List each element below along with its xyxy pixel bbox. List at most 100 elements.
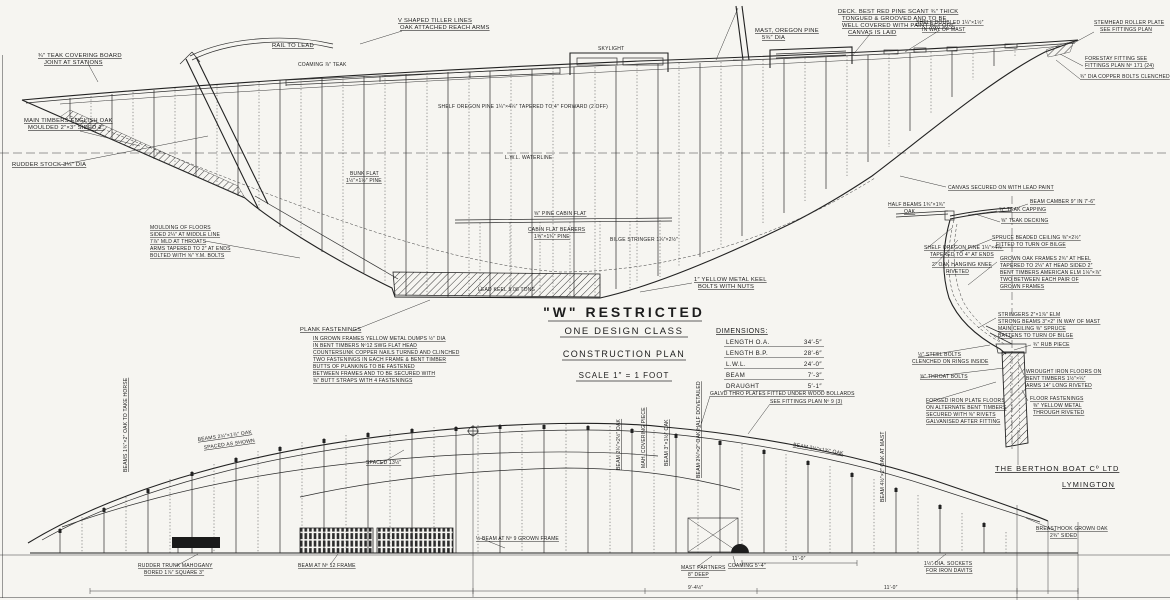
note-plank-fastenings: ⅜″ BUTT STRAPS WITH 4 FASTENINGS	[313, 378, 413, 384]
dim-row-value: 34′-5″	[804, 339, 823, 346]
scale-note: SCALE 1″ = 1 FOOT	[579, 371, 670, 380]
note-half-beams: HALF BEAMS 1¾″×1¾″	[888, 202, 945, 208]
note-beam-label: BEAM 2¼″×2½″ OAK	[615, 418, 622, 470]
beam-end-blocks	[58, 425, 986, 533]
note-galv-plates: GALVD THRO PLATES FITTED UNDER WOOD BOLL…	[710, 391, 855, 397]
note-rudder-stock: RUDDER STOCK 3¼″ DIA	[12, 162, 86, 168]
note-bilge-stringer: BILGE STRINGER 1¼″×2½″	[610, 236, 678, 243]
note-moulding: MOULDING OF FLOORS	[150, 225, 211, 231]
note-teak-decking: ⅝″ TEAK DECKING	[1001, 218, 1048, 224]
profile-view	[21, 5, 1079, 299]
maker-location: LYMINGTON	[1062, 480, 1115, 489]
dim-row-value: 7′-3″	[808, 372, 823, 379]
note-stringers: MAIN CEILING ⅜″ SPRUCE	[998, 326, 1066, 332]
note-beams-horse: BEAMS 1¾″×2″ OAK TO TAKE HORSE	[123, 377, 129, 472]
note-forged-iron-floors: FORGED IRON PLATE FLOORS	[926, 398, 1005, 404]
note-shelf-profile: SHELF OREGON PINE 1¼″×4¼″ TAPERED TO 4″ …	[438, 104, 608, 110]
note-deck: TONGUED & GROOVED AND TO BE	[842, 16, 947, 22]
deck-beams	[59, 424, 985, 553]
hatch-and-mast-step	[687, 517, 749, 553]
note-forged-iron-floors: GALVANISED AFTER FITTING	[926, 419, 1000, 425]
dim-row-label: LENGTH O.A.	[726, 339, 770, 346]
maker-block: THE BERTHON BOAT Cº LTD LYMINGTON	[995, 464, 1118, 489]
note-grown-frames: BENT TIMBERS AMERICAN ELM 1⅛″×⅞″	[1000, 270, 1101, 276]
note-steel-bolts: CLENCHED ON RINGS INSIDE	[912, 359, 989, 365]
note-mast: MAST, OREGON PINE	[755, 28, 819, 34]
note-rub-piece: ¾″ RUB PIECE	[1033, 342, 1070, 348]
note-covering-board: JOINT AT STATIONS	[44, 60, 103, 66]
note-shelf-section: TAPERED TO 4″ AT ENDS	[930, 252, 994, 258]
cockpit-coaming	[285, 67, 561, 86]
note-stemhead: SEE FITTINGS PLAN	[1100, 27, 1152, 33]
centre-mark	[467, 425, 479, 437]
note-shelf-mast: SHELF DOUBLED 1¼″×1½″	[916, 19, 984, 26]
note-grown-frames: TAPERED TO 2¼″ AT HEAD SIDED 2″	[1000, 263, 1093, 269]
note-wrought-iron-floors: BENT TIMBERS 1½″×¼″	[1026, 375, 1086, 382]
dim-110-label: 11′-0″	[884, 585, 898, 591]
note-forestay: FITTINGS PLAN Nº 171 (24)	[1085, 63, 1154, 69]
dimension-lines	[89, 560, 1079, 594]
note-rudder-trunk: RUDDER TRUNK MAHOGANY	[138, 563, 213, 569]
note-plank-fastenings: IN BENT TIMBERS Nº12 SWG FLAT HEAD	[313, 343, 417, 349]
note-sockets: 1½″ DIA. SOCKETS	[924, 560, 973, 567]
note-stemhead: STEMHEAD ROLLER PLATE	[1094, 20, 1165, 26]
note-skylight: SKYLIGHT	[598, 46, 624, 52]
note-mast: 5¾″ DIA	[762, 35, 785, 41]
note-forged-iron-floors: ON ALTERNATE BENT TIMBERS	[926, 405, 1007, 411]
plan-name: CONSTRUCTION PLAN	[563, 349, 685, 359]
note-beam-label: BEAM 2¼″×2″ OAK HALF DOVETAILED	[696, 381, 702, 478]
note-plank-fastenings: IN GROWN FRAMES YELLOW METAL DUMPS ½″ DI…	[313, 335, 446, 342]
note-beam-camber: BEAM CAMBER 9″ IN 7′-6″	[1030, 199, 1095, 205]
note-forestay: FORESTAY FITTING SEE	[1085, 56, 1148, 62]
note-mast-partners: 8″ DEEP	[688, 572, 709, 578]
note-ceiling: SPRUCE BEADED CEILING ⅜″×2½″	[992, 234, 1081, 241]
note-plank-fastenings: BUTTS OF PLANKING TO BE FASTENED	[313, 364, 415, 370]
cockpit-gratings	[299, 527, 454, 554]
note-floor-fastenings: ⅜″ YELLOW METAL	[1033, 403, 1082, 409]
dimensions-table: DIMENSIONS: LENGTH O.A. 34′-5″ LENGTH B.…	[716, 328, 824, 391]
midship-section-detail	[895, 196, 1029, 452]
note-deck: WELL COVERED WITH PAINT BEFORE	[842, 23, 955, 29]
note-main-timbers: MOULDED 2″×3″ SIDED 2″	[28, 125, 104, 131]
profile-annotations: ¾″ TEAK COVERING BOARD JOINT AT STATIONS…	[12, 9, 1170, 384]
note-beam-label: BEAM 3″×1½″ OAK	[663, 419, 670, 466]
ballast-keel-section	[1001, 351, 1029, 448]
note-covering-board: ¾″ TEAK COVERING BOARD	[38, 53, 122, 59]
note-beam-diag: BEAM 2½″×1¾″ OAK	[793, 441, 845, 457]
bent-timbers	[90, 48, 1016, 297]
stem-hatch	[1045, 40, 1075, 58]
note-tiller: V SHAPED TILLER LINES	[398, 18, 472, 24]
note-stringers: STRINGERS 2″×1⅞″ ELM	[998, 312, 1060, 318]
note-plank-fastenings: COUNTERSUNK COPPER NAILS TURNED AND CLIN…	[313, 350, 460, 356]
section-annotations: HALF BEAMS 1¾″×1¾″ OAK BEAM CAMBER 9″ IN…	[888, 199, 1101, 425]
note-forged-iron-floors: SECURED WITH ⅜″ RIVETS	[926, 412, 996, 418]
dim-row-value: 24′-0″	[804, 361, 823, 368]
dim-row-value: 28′-6″	[804, 350, 823, 357]
dimensions-heading: DIMENSIONS:	[716, 328, 768, 335]
note-plank-fastenings: TWO FASTENINGS IN EACH FRAME & BENT TIMB…	[313, 357, 446, 363]
note-bunk-flat: 1½″×1½″ PINE	[346, 177, 382, 184]
plan-annotations: BEAMS 1¾″×2″ OAK TO TAKE HORSE BEAMS 2¼″…	[123, 377, 1108, 591]
note-floor-fastenings: THROUGH RIVETED	[1033, 410, 1085, 416]
companion-structure	[769, 46, 853, 68]
note-moulding: SIDED 2¼″ AT MIDDLE LINE	[150, 232, 220, 238]
note-breasthook: BREASTHOOK GROWN OAK	[1036, 526, 1108, 532]
note-canvas: CANVAS SECURED ON WITH LEAD PAINT	[948, 185, 1054, 191]
note-tiller: OAK ATTACHED REACH ARMS	[400, 25, 490, 31]
note-lead-keel: LEAD KEEL 5.06 TONS	[478, 287, 536, 293]
class-subtitle: ONE DESIGN CLASS	[564, 326, 683, 337]
rudder-and-tiller	[179, 37, 334, 209]
note-bunk-flat: BUNK FLAT	[350, 171, 379, 177]
class-title: "W" RESTRICTED	[543, 304, 705, 320]
note-rail: RAIL TO LEAD	[272, 43, 314, 49]
deck-framing-plan	[0, 422, 1170, 600]
note-hanging-knee: 2″ OAK HANGING KNEE	[932, 262, 992, 268]
note-deck: CANVAS IS LAID	[848, 30, 897, 36]
note-copper-bolts: ¾″ DIA COPPER BOLTS CLENCHED	[1080, 74, 1170, 80]
dim-row-value: 5′-1″	[808, 383, 823, 390]
lead-keel	[392, 271, 601, 298]
note-steel-bolts: ½″ STEEL BOLTS	[918, 351, 962, 358]
note-moulding: ARMS TAPERED TO 2″ AT ENDS	[150, 246, 231, 252]
